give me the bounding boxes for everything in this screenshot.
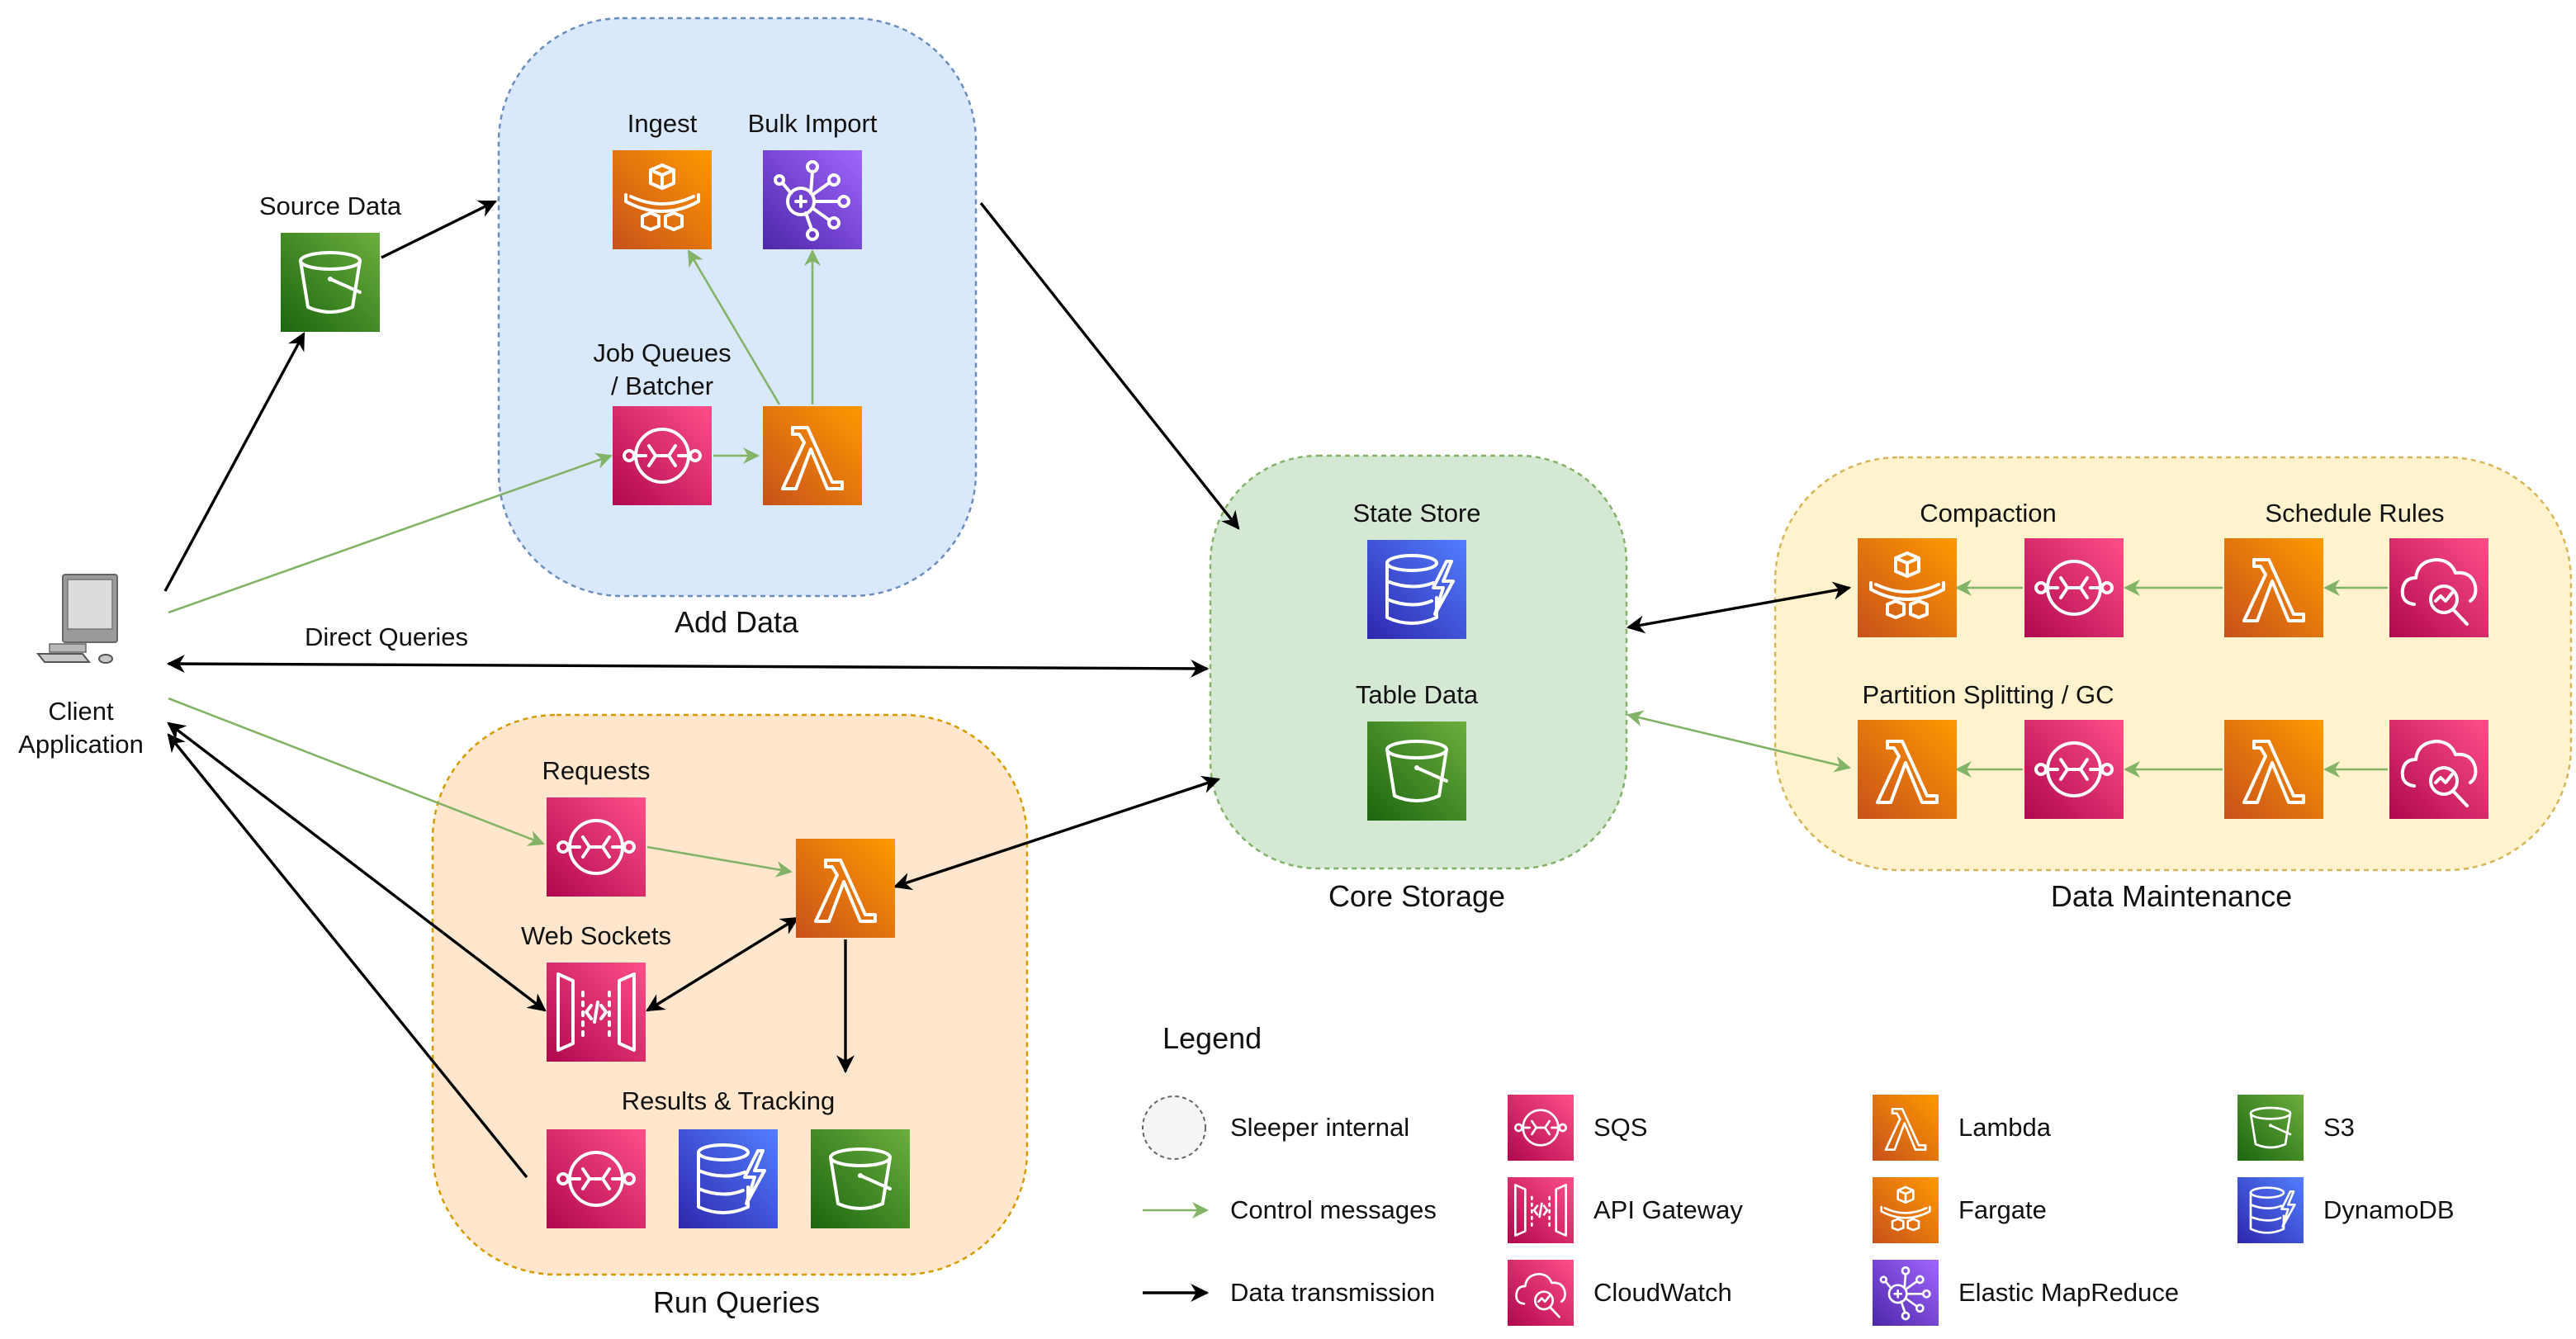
results-dynamodb-icon <box>679 1129 778 1228</box>
legend-api-gateway-icon <box>1508 1177 1574 1243</box>
batcher-lambda-icon <box>763 406 862 505</box>
bulk-import-emr-icon <box>763 150 862 249</box>
legend-dynamodb-label: DynamoDB <box>2323 1195 2455 1224</box>
direct-queries-arrow <box>166 655 1210 678</box>
query-lambda-to-core-storage-arrow <box>893 775 1221 891</box>
compaction-sqs-icon <box>2024 538 2124 637</box>
legend-cloudwatch-label: CloudWatch <box>1593 1278 1732 1307</box>
ingest-label: Ingest <box>627 109 698 138</box>
direct-queries-label: Direct Queries <box>305 622 468 651</box>
partition-splitting-label: Partition Splitting / GC <box>1863 680 2114 709</box>
core-storage-to-partition-lambda-arrow <box>1627 710 1851 773</box>
legend-fargate-label: Fargate <box>1958 1195 2047 1224</box>
query-lambda-icon <box>796 839 895 938</box>
requests-sqs-icon <box>547 797 646 897</box>
run-queries-label: Run Queries <box>653 1285 820 1319</box>
client-to-job-queues-arrow <box>168 452 613 614</box>
legend-lambda-label: Lambda <box>1958 1113 2052 1142</box>
legend-s3-icon <box>2237 1095 2304 1161</box>
state-store-dynamodb-icon <box>1367 540 1466 639</box>
data-maintenance-group <box>1773 456 2573 872</box>
client-label-line2: Application <box>18 730 144 759</box>
bulk-import-label: Bulk Import <box>748 109 878 138</box>
results-s3-icon <box>811 1129 910 1228</box>
client-to-source-data-arrow <box>163 332 305 592</box>
legend-sleeper-internal-swatch <box>1142 1095 1206 1160</box>
legend-sqs-icon <box>1508 1095 1574 1161</box>
web-sockets-api-gateway-icon <box>547 963 646 1062</box>
legend-api-gateway-label: API Gateway <box>1593 1195 1743 1224</box>
results-sqs-icon <box>547 1129 646 1228</box>
legend-s3-label: S3 <box>2323 1113 2355 1142</box>
batcher-lambda-to-ingest-arrow <box>687 249 781 405</box>
state-store-label: State Store <box>1352 499 1480 528</box>
legend-emr-icon <box>1873 1260 1939 1326</box>
legend-lambda-icon <box>1873 1095 1939 1161</box>
add-data-group <box>497 17 978 598</box>
compaction-cloudwatch-icon <box>2389 538 2488 637</box>
web-sockets-label: Web Sockets <box>521 921 671 950</box>
source-data-s3-icon <box>281 233 380 332</box>
compaction-label: Compaction <box>1920 499 2056 528</box>
legend-sqs-label: SQS <box>1593 1113 1647 1142</box>
core-storage-to-compaction-arrow <box>1626 581 1852 634</box>
legend-data-transmission-label: Data transmission <box>1230 1278 1435 1307</box>
partition-schedule-lambda-icon <box>2224 720 2323 819</box>
client-to-web-sockets-arrow <box>167 722 547 1012</box>
partition-splitting-lambda-icon <box>1858 720 1957 819</box>
legend-sleeper-internal-label: Sleeper internal <box>1230 1113 1409 1142</box>
schedule-rules-label: Schedule Rules <box>2265 499 2444 528</box>
add-data-label: Add Data <box>675 605 799 639</box>
compaction-fargate-icon <box>1858 538 1957 637</box>
add-data-to-core-storage-arrow <box>979 201 1240 530</box>
table-data-label: Table Data <box>1356 680 1479 709</box>
core-storage-label: Core Storage <box>1328 879 1505 913</box>
compaction-schedule-lambda-icon <box>2224 538 2323 637</box>
results-tracking-label: Results & Tracking <box>622 1086 835 1115</box>
job-queues-label-line2: / Batcher <box>611 371 713 400</box>
legend-dynamodb-icon <box>2237 1177 2304 1243</box>
client-computer-icon <box>37 574 118 664</box>
source-data-to-add-data-arrow <box>381 200 497 259</box>
legend-emr-label: Elastic MapReduce <box>1958 1278 2179 1307</box>
data-maintenance-label: Data Maintenance <box>2051 879 2292 913</box>
results-to-client-arrow <box>167 733 528 1179</box>
legend-control-messages-label: Control messages <box>1230 1195 1437 1224</box>
job-queues-label-line1: Job Queues <box>593 338 731 367</box>
table-data-s3-icon <box>1367 722 1466 821</box>
legend-fargate-icon <box>1873 1177 1939 1243</box>
client-label-line1: Client <box>48 697 114 726</box>
legend-title: Legend <box>1163 1021 1262 1055</box>
requests-label: Requests <box>542 756 651 785</box>
job-queues-sqs-icon <box>613 406 712 505</box>
query-lambda-to-web-sockets-arrow <box>646 916 799 1012</box>
client-to-requests-arrow <box>168 697 545 846</box>
source-data-label: Source Data <box>259 192 402 220</box>
core-storage-group <box>1209 454 1628 870</box>
ingest-fargate-icon <box>613 150 712 249</box>
requests-to-query-lambda-arrow <box>646 845 793 878</box>
partition-cloudwatch-icon <box>2389 720 2488 819</box>
legend-cloudwatch-icon <box>1508 1260 1574 1326</box>
partition-splitting-sqs-icon <box>2024 720 2124 819</box>
